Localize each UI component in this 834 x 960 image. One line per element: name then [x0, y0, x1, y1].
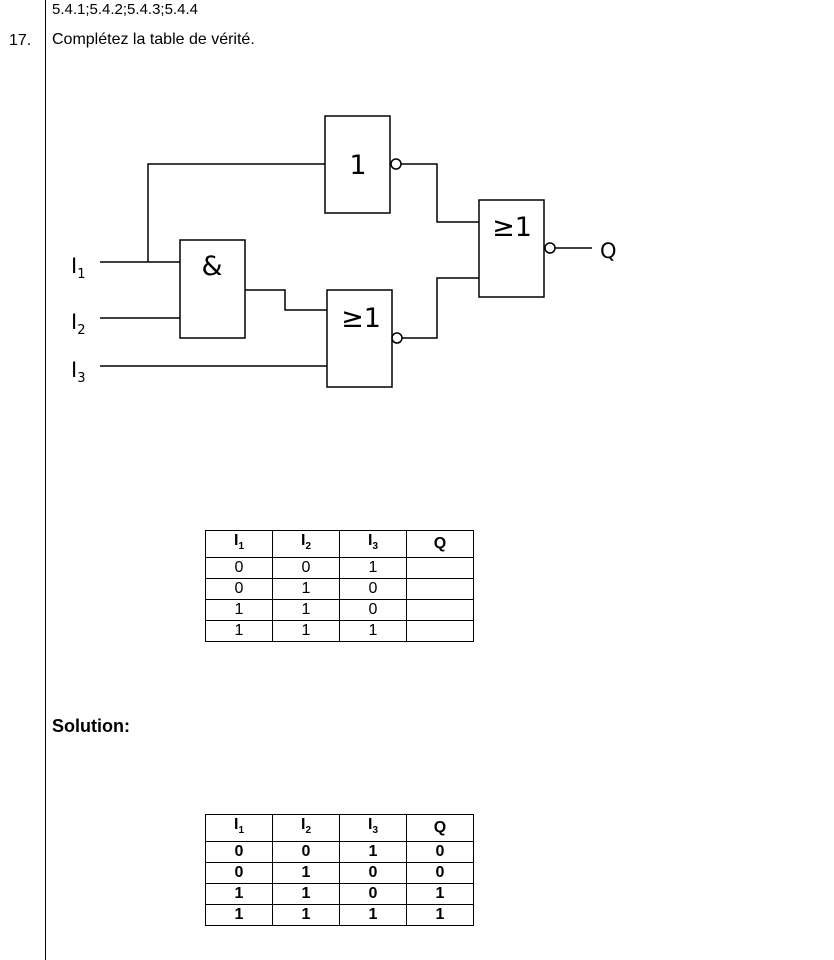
answer-cell[interactable]	[406, 620, 474, 643]
cell: 0	[339, 862, 407, 885]
cell: 1	[205, 904, 273, 927]
cell: 0	[272, 841, 340, 864]
col-header-i2: I2	[272, 813, 340, 843]
cell: 1	[339, 841, 407, 864]
col-header-i3: I3	[339, 813, 407, 843]
question-text: Complétez la table de vérité.	[52, 31, 255, 48]
solution-heading: Solution:	[52, 716, 130, 736]
question-number: 17.	[9, 32, 32, 49]
truth-table: I1 I2 I3 Q 0 0 1 0 1 0 1 1 0 1 1 1	[205, 529, 474, 643]
nor-gate-symbol: ≥1	[492, 212, 532, 243]
margin-rule	[45, 0, 46, 960]
section-references: 5.4.1;5.4.2;5.4.3;5.4.4	[52, 1, 198, 18]
cell: 1	[406, 883, 474, 906]
cell: 1	[205, 599, 273, 622]
cell: 0	[205, 862, 273, 885]
cell: 0	[339, 578, 407, 601]
wire-and-or	[245, 289, 327, 311]
cell: 1	[272, 578, 340, 601]
input-i3-label: I3	[71, 358, 85, 386]
cell: 1	[339, 904, 407, 927]
solution-truth-table: I1 I2 I3 Q 0 0 1 0 0 1 0 0 1 1 0 1 1 1 1	[205, 813, 474, 927]
table-row: 0 0 1	[205, 557, 474, 580]
table-row: 0 0 1 0	[205, 841, 474, 864]
cell: 0	[339, 883, 407, 906]
col-header-i1: I1	[205, 529, 273, 559]
and-gate	[179, 239, 246, 339]
col-header-i3: I3	[339, 529, 407, 559]
cell: 1	[406, 904, 474, 927]
cell: 0	[205, 841, 273, 864]
cell: 1	[339, 557, 407, 580]
logic-circuit-diagram: 1 & ≥1 ≥1 I1 I2 I3 Q	[71, 115, 617, 388]
cell: 1	[272, 883, 340, 906]
input-i1-label: I1	[71, 254, 85, 282]
table-header-row: I1 I2 I3 Q	[205, 813, 474, 843]
table-row: 0 1 0	[205, 578, 474, 601]
and-gate-symbol: &	[201, 251, 222, 282]
cell: 0	[406, 862, 474, 885]
or-output-bubble	[391, 332, 403, 344]
table-row: 1 1 1 1	[205, 904, 474, 927]
col-header-q: Q	[406, 813, 474, 843]
cell: 1	[272, 599, 340, 622]
cell: 0	[205, 557, 273, 580]
table-row: 0 1 0 0	[205, 862, 474, 885]
wire-i1-not	[147, 163, 325, 262]
table-row: 1 1 1	[205, 620, 474, 643]
cell: 0	[272, 557, 340, 580]
output-q-label: Q	[600, 239, 617, 263]
table-header-row: I1 I2 I3 Q	[205, 529, 474, 559]
cell: 1	[205, 883, 273, 906]
col-header-q: Q	[406, 529, 474, 559]
col-header-i1: I1	[205, 813, 273, 843]
answer-cell[interactable]	[406, 557, 474, 580]
table-row: 1 1 0	[205, 599, 474, 622]
input-i2-label: I2	[71, 310, 85, 338]
cell: 0	[205, 578, 273, 601]
answer-cell[interactable]	[406, 599, 474, 622]
table-row: 1 1 0 1	[205, 883, 474, 906]
cell: 0	[406, 841, 474, 864]
not-output-bubble	[390, 158, 402, 170]
wire-or-nor	[402, 277, 479, 339]
col-header-i2: I2	[272, 529, 340, 559]
cell: 1	[272, 620, 340, 643]
nor-output-bubble	[544, 242, 556, 254]
or-gate-symbol: ≥1	[341, 303, 381, 334]
wire-not-nor	[401, 163, 479, 223]
cell: 1	[339, 620, 407, 643]
nor-gate	[478, 199, 545, 298]
cell: 1	[272, 904, 340, 927]
cell: 0	[339, 599, 407, 622]
cell: 1	[205, 620, 273, 643]
cell: 1	[272, 862, 340, 885]
not-gate-symbol: 1	[349, 150, 366, 181]
answer-cell[interactable]	[406, 578, 474, 601]
